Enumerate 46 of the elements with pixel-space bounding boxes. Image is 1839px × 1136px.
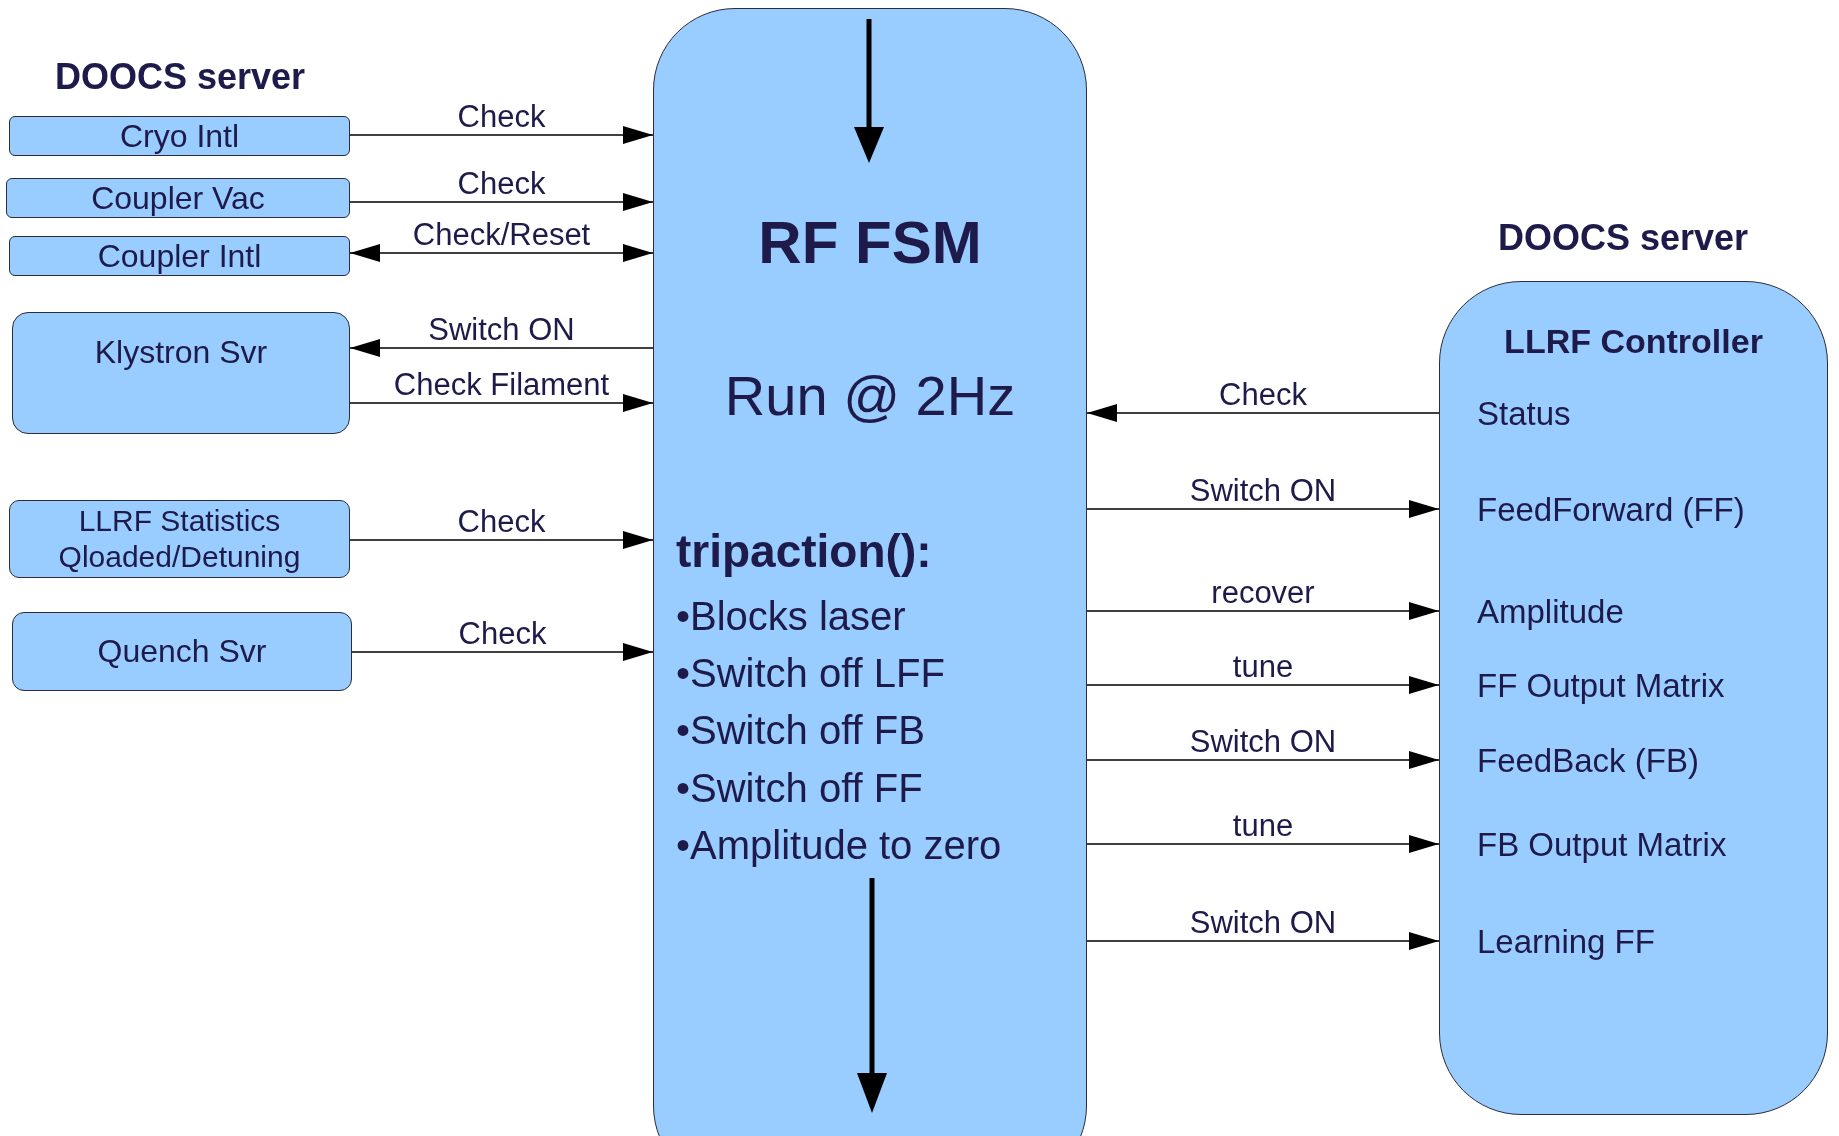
- group-heading: DOOCS server: [55, 56, 306, 98]
- box-label: Klystron Svr: [94, 333, 268, 372]
- arrow: [349, 244, 654, 262]
- server-box: [12, 312, 350, 434]
- server-box: [6, 178, 350, 218]
- arrow: [349, 531, 654, 549]
- arrow: [349, 339, 654, 357]
- panel-title: LLRF Controller: [1503, 322, 1764, 361]
- arrow: [1086, 835, 1440, 853]
- arrow: [1086, 602, 1440, 620]
- arrow: [1086, 404, 1440, 422]
- item-label: FF Output Matrix: [1477, 666, 1725, 706]
- arrow: [349, 193, 654, 211]
- item-label: FeedForward (FF): [1477, 490, 1745, 530]
- title-text: RF FSM: [758, 208, 982, 278]
- group-heading: DOOCS server: [1498, 217, 1749, 259]
- box-label: Cryo Intl: [119, 116, 240, 156]
- arrow: [1086, 676, 1440, 694]
- box-label: Coupler Vac: [91, 178, 265, 218]
- arrow: [351, 643, 654, 661]
- arrow: [349, 394, 654, 412]
- list-item: •Amplitude to zero: [676, 822, 1002, 869]
- item-label: FeedBack (FB): [1477, 741, 1699, 781]
- server-box: [9, 116, 350, 156]
- arrow: [1086, 500, 1440, 518]
- box-label: Coupler Intl: [97, 236, 262, 276]
- rate-text: Run @ 2Hz: [724, 363, 1016, 429]
- item-label: Status: [1477, 394, 1571, 434]
- box-label: Quench Svr: [97, 632, 267, 671]
- arrow: [1086, 751, 1440, 769]
- state-machine-block: [653, 8, 1087, 1136]
- controller-panel: [1439, 281, 1828, 1115]
- list-item: •Switch off LFF: [676, 650, 945, 697]
- list-item: •Blocks laser: [676, 593, 906, 640]
- item-label: Amplitude: [1477, 592, 1624, 632]
- list-item: •Switch off FF: [676, 765, 923, 812]
- arrow: [1086, 932, 1440, 950]
- server-box: [12, 612, 352, 691]
- item-label: Learning FF: [1477, 922, 1655, 962]
- server-box: [9, 236, 350, 276]
- list-item: •Switch off FB: [676, 707, 925, 754]
- box-label: LLRF Statistics Qloaded/Detuning: [57, 503, 302, 575]
- item-label: FB Output Matrix: [1477, 825, 1727, 865]
- server-box: [9, 500, 350, 578]
- function-heading: tripaction():: [676, 524, 932, 579]
- arrow: [349, 126, 654, 144]
